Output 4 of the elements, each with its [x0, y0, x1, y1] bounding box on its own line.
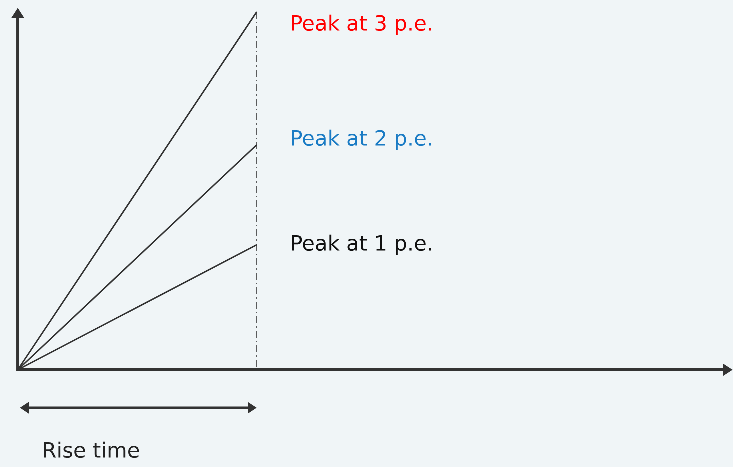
peak-label: Peak at 3 p.e.: [292, 14, 432, 36]
peak-label: Peak at 2 p.e.: [292, 130, 432, 150]
axis-label: Rise time: [44, 442, 140, 458]
peak-label: Peak at 1 p.e.: [292, 234, 432, 256]
